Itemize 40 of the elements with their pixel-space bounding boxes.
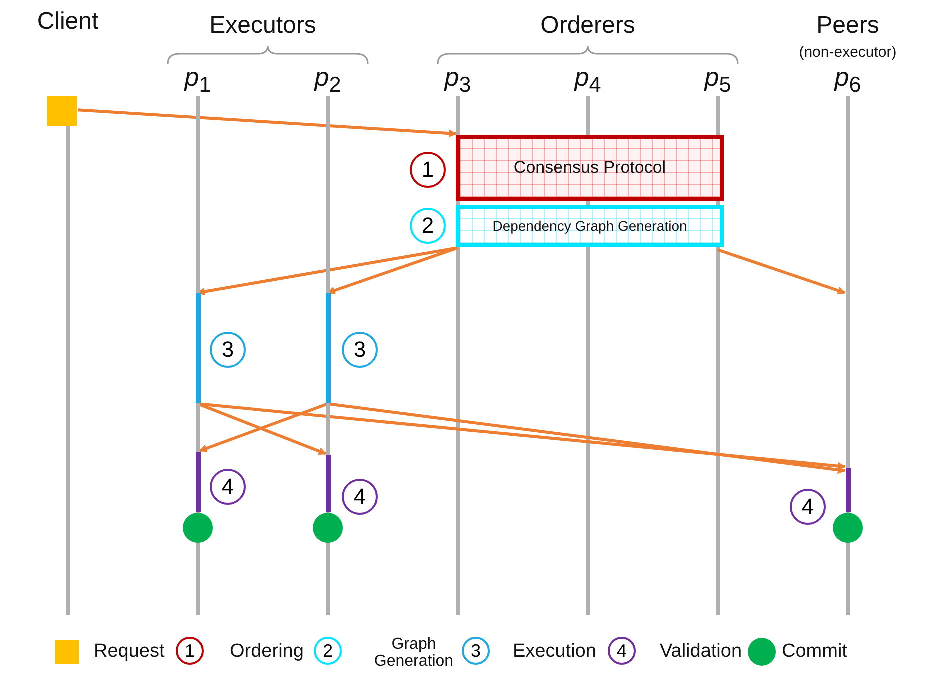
legend-number-circle: 3: [462, 637, 490, 665]
legend-number-circle: 4: [608, 637, 636, 665]
legend-number-circle: 2: [314, 637, 342, 665]
step-number-circle: 3: [342, 332, 378, 368]
arrow: [197, 246, 458, 296]
consensus-box: Consensus Protocol: [456, 135, 724, 201]
legend-text: Graph Generation: [373, 636, 455, 670]
graph-generation-box: Dependency Graph Generation: [456, 205, 724, 247]
group-heading: Orderers: [540, 12, 636, 40]
arrow: [328, 402, 846, 474]
arrow: [78, 108, 457, 138]
group-heading: Executors: [208, 12, 318, 40]
process-label: p$_{5}$: [688, 62, 748, 96]
process-label: p$_{6}$: [833, 62, 862, 98]
step-number-circle: 4: [342, 479, 378, 515]
process-label: p$_{2}$: [313, 62, 342, 98]
step-number-circle: 2: [410, 208, 446, 244]
legend-text: Ordering: [230, 641, 304, 663]
group-heading: Peers: [816, 12, 880, 40]
process-label: p$_{4}$: [558, 62, 618, 96]
step-number-circle: 4: [790, 489, 826, 525]
request-square: [47, 96, 77, 126]
legend-number-circle: 1: [176, 637, 204, 665]
commit-dot: [833, 513, 863, 543]
process-label: Client: [23, 8, 113, 42]
step-number-circle: 3: [210, 332, 246, 368]
legend-text: Request: [94, 641, 165, 663]
legend-text: Execution: [513, 641, 596, 663]
arrow: [198, 402, 846, 470]
step-number-circle: 1: [410, 152, 446, 188]
legend-text: Commit: [782, 641, 848, 663]
arrow: [718, 248, 846, 295]
process-label: p$_{1}$: [183, 62, 212, 98]
legend-text: Validation: [660, 641, 742, 663]
group-subheading: (non-executor): [798, 44, 898, 61]
commit-dot: [183, 513, 213, 543]
process-label: p$_{3}$: [428, 62, 488, 96]
arrow: [327, 246, 458, 294]
commit-dot: [313, 513, 343, 543]
step-number-circle: 4: [210, 469, 246, 505]
